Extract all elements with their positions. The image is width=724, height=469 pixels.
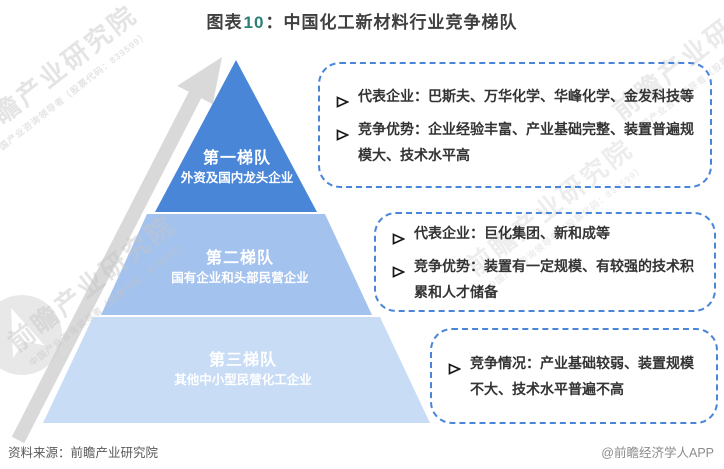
- callout-item: 竞争情况：产业基础较弱、装置规模不大、技术水平普遍不高: [448, 350, 700, 402]
- growth-arrow: [11, 57, 222, 444]
- arrow-bullet-icon: [392, 253, 414, 286]
- callout-item: 竞争优势：企业经验丰富、产业基础完整、装置普遍规模大、技术水平高: [336, 116, 694, 168]
- credit-note: @前瞻经济学人APP: [601, 446, 714, 460]
- arrow-bullet-icon: [392, 220, 414, 253]
- callout-tier-1: 代表企业：巴斯夫、万华化学、华峰化学、金发科技等 竞争优势：企业经验丰富、产业基…: [318, 62, 712, 188]
- callout-tier-2: 代表企业：巨化集团、新和成等 竞争优势：装置有一定规模、有较强的技术积累和人才储…: [374, 212, 716, 312]
- callout-text: 竞争优势：企业经验丰富、产业基础完整、装置普遍规模大、技术水平高: [358, 120, 694, 163]
- pyramid-tier-3-shape: [43, 317, 430, 423]
- pyramid-tier-1-label: 第一梯队 外资及国内龙头企业: [180, 150, 294, 185]
- arrow-bullet-icon: [448, 350, 470, 383]
- arrow-bullet-icon: [336, 83, 358, 116]
- callout-item: 代表企业：巨化集团、新和成等: [392, 220, 698, 253]
- source-note: 资料来源：前瞻产业研究院: [8, 446, 159, 460]
- pyramid-tier-2-shape: [101, 214, 372, 315]
- callout-text: 代表企业：巨化集团、新和成等: [414, 224, 610, 241]
- callout-item: 代表企业：巴斯夫、万华化学、华峰化学、金发科技等: [336, 83, 694, 116]
- logo-watermark-icon: [0, 295, 62, 375]
- callout-text: 竞争优势：装置有一定规模、有较强的技术积累和人才储备: [414, 257, 694, 300]
- title-number: 10: [243, 13, 265, 32]
- callout-text: 代表企业：巴斯夫、万华化学、华峰化学、金发科技等: [358, 87, 694, 104]
- callout-tier-3: 竞争情况：产业基础较弱、装置规模不大、技术水平普遍不高: [430, 328, 718, 424]
- page-title: 图表10：中国化工新材料行业竞争梯队: [0, 8, 724, 33]
- callout-text: 竞争情况：产业基础较弱、装置规模不大、技术水平普遍不高: [470, 355, 694, 397]
- pyramid-tier-3-label: 第三梯队 其他中小型民营化工企业: [174, 352, 312, 387]
- callout-item: 竞争优势：装置有一定规模、有较强的技术积累和人才储备: [392, 253, 698, 305]
- pyramid-tier-1-shape: [155, 60, 317, 212]
- title-rest: ：中国化工新材料行业竞争梯队: [265, 13, 518, 32]
- arrow-bullet-icon: [336, 116, 358, 149]
- pyramid-tier-2-label: 第二梯队 国有企业和头部民营企业: [171, 250, 309, 285]
- title-prefix: 图表: [206, 13, 243, 32]
